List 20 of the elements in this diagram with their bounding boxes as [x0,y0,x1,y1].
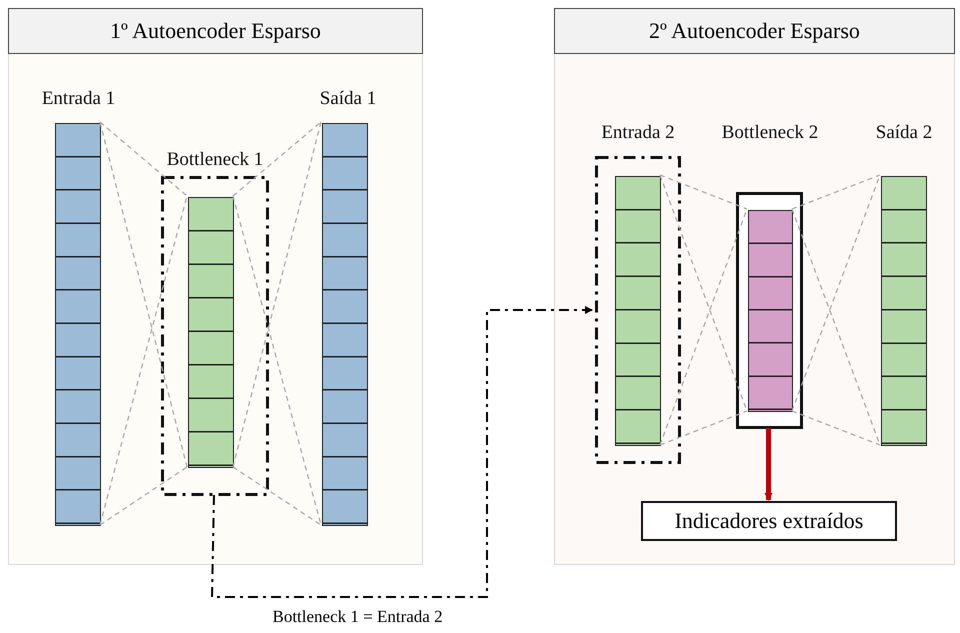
panel [554,8,955,565]
panel [8,8,423,565]
panel-title: 1º Autoencoder Esparso [8,8,423,54]
connection-line [659,174,748,446]
layer-label: Saída 1 [318,87,378,111]
layer-label: Saída 2 [874,121,934,145]
layer-label: Entrada 1 [40,87,116,111]
connection-line [232,121,322,526]
arrow [764,428,772,501]
layer-column [188,197,234,468]
panel-title: 2º Autoencoder Esparso [554,8,955,54]
layer-label: Bottleneck 1 [166,148,264,172]
arrow [210,306,593,598]
output-box: Indicadores extraídos [641,501,897,541]
connection-line [99,121,188,526]
layer-label: Bottleneck 2 [720,121,820,145]
layer-label: Entrada 2 [600,121,676,145]
layer-column [748,210,793,412]
connection-line [791,174,881,446]
layer-column [615,176,661,446]
